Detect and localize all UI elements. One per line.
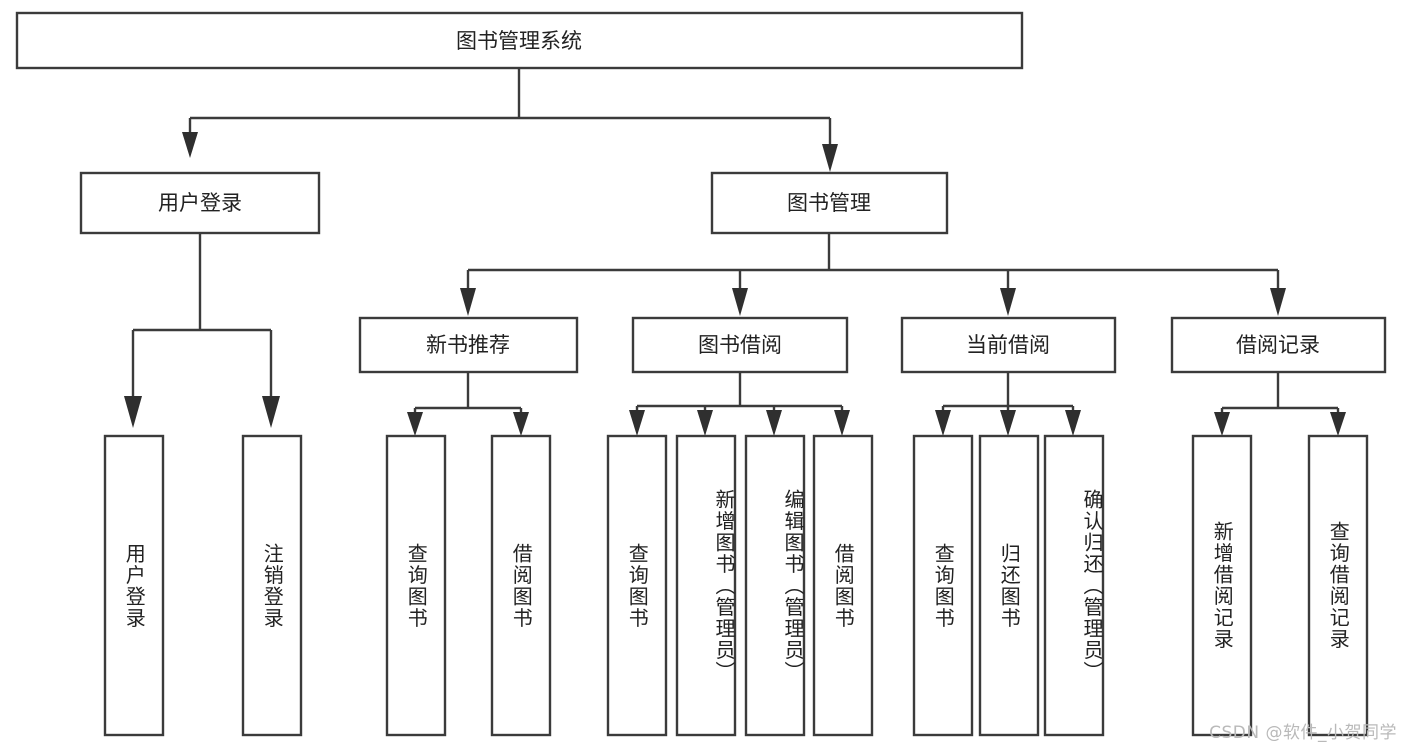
leaf-box-user-login[interactable] [103,434,165,737]
arrow-head-leaf-add-record [1214,412,1230,436]
arrow-head-userlogin [182,132,198,158]
node-new-book-recommend[interactable]: 新书推荐 [358,316,579,374]
arrow-head-leaf-query-book-2 [629,410,645,436]
arrow-head-current-borrow [1000,288,1016,316]
node-book-manage[interactable]: 图书管理 [710,171,949,235]
arrow-head-leaf-query-book-3 [935,410,951,436]
leaf-box-logout-login[interactable] [241,434,303,737]
leaf-nodes-layer [103,434,1369,737]
arrow-head-leaf-borrow-book-1 [513,412,529,436]
arrow-head-new-book-recommend [460,288,476,316]
leaf-box-edit-book[interactable] [744,434,806,737]
node-borrow-record-label: 借阅记录 [1236,333,1320,357]
node-current-borrow[interactable]: 当前借阅 [900,316,1117,374]
arrow-head-leaf-confirm-return [1065,410,1081,436]
node-new-book-recommend-label: 新书推荐 [426,333,510,357]
node-user-login[interactable]: 用户登录 [79,171,321,235]
arrow-head-leaf-query-book-1 [407,412,423,436]
node-root[interactable]: 图书管理系统 [15,11,1024,70]
node-book-manage-label: 图书管理 [787,191,871,215]
arrow-head-leaf-query-record [1330,412,1346,436]
leaf-box-borrow-book-2[interactable] [812,434,874,737]
node-book-borrow-label: 图书借阅 [698,333,782,357]
leaf-box-return-book[interactable] [978,434,1040,737]
node-borrow-record-box[interactable] [1170,316,1387,374]
leaf-box-query-record[interactable] [1307,434,1369,737]
arrow-head-leaf-user-login [124,396,142,428]
node-book-borrow-box[interactable] [631,316,849,374]
leaf-box-query-book-1[interactable] [385,434,447,737]
leaf-box-query-book-3[interactable] [912,434,974,737]
csdn-watermark: CSDN @软件_小贺同学 [1209,723,1397,743]
connector-layer [124,68,1346,436]
arrow-head-leaf-return-book [1000,410,1016,436]
leaf-box-query-book-2[interactable] [606,434,668,737]
node-user-login-box[interactable] [79,171,321,235]
arrow-head-leaf-borrow-book-2 [834,410,850,436]
node-book-manage-box[interactable] [710,171,949,235]
node-borrow-record[interactable]: 借阅记录 [1170,316,1387,374]
arrow-head-borrow-record [1270,288,1286,316]
node-current-borrow-label: 当前借阅 [966,333,1050,357]
node-book-borrow[interactable]: 图书借阅 [631,316,849,374]
leaf-box-borrow-book-1[interactable] [490,434,552,737]
arrow-head-leaf-add-book [697,410,713,436]
arrow-head-leaf-logout-login [262,396,280,428]
node-user-login-label: 用户登录 [158,191,242,215]
node-root-label: 图书管理系统 [456,29,582,53]
arrow-head-bookmanage [822,144,838,172]
leaf-box-add-record[interactable] [1191,434,1253,737]
leaf-box-add-book[interactable] [675,434,737,737]
node-root-box[interactable] [15,11,1024,70]
arrow-head-leaf-edit-book [766,410,782,436]
leaf-box-confirm-return[interactable] [1043,434,1105,737]
node-current-borrow-box[interactable] [900,316,1117,374]
node-new-book-recommend-box[interactable] [358,316,579,374]
arrow-head-book-borrow [732,288,748,316]
